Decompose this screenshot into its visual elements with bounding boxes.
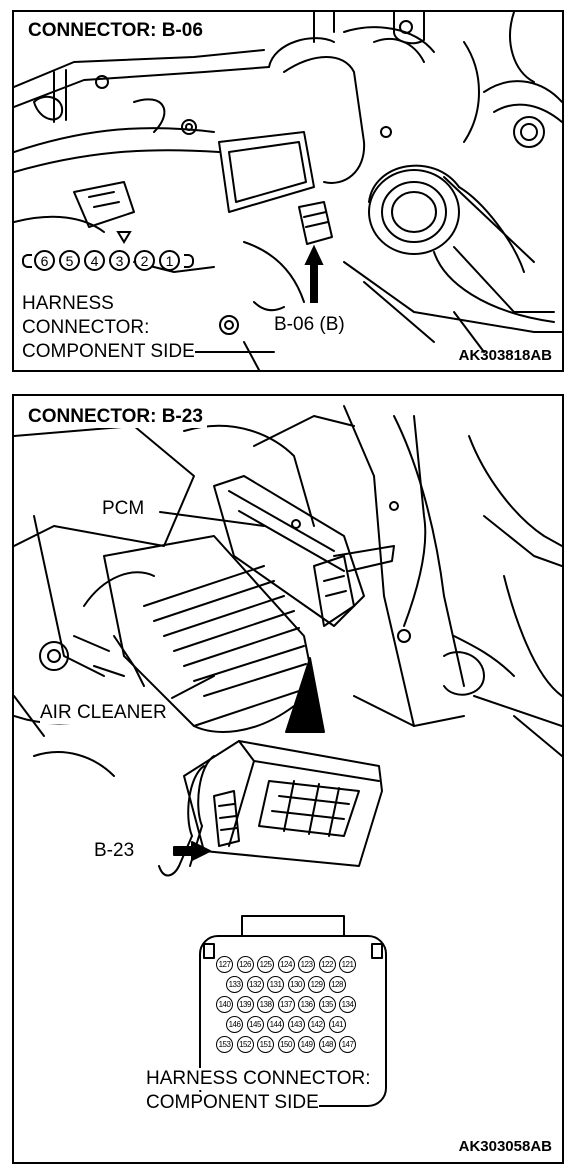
connector-pin: 147 [339, 1036, 356, 1053]
pin: 1 [159, 250, 180, 271]
connector-pin: 134 [339, 996, 356, 1013]
harness-label-line-3: COMPONENT SIDE [22, 341, 195, 363]
connector-b06-panel: CONNECTOR: B-06 6 5 4 3 2 1 HARNESS CONN… [12, 10, 564, 372]
connector-pin: 142 [308, 1016, 325, 1033]
engine-bay-illustration-top [14, 12, 562, 370]
connector-pin: 127 [216, 956, 233, 973]
connector-b23-panel: CONNECTOR: B-23 PCM AIR CLEANER B-23 127… [12, 394, 564, 1164]
connector-pin: 128 [328, 976, 346, 993]
pin: 2 [134, 250, 155, 271]
connector-pin: 145 [246, 1016, 264, 1033]
connector-pin: 130 [287, 976, 305, 993]
connector-latch-left [22, 253, 32, 268]
connector-callout-label: B-23 [94, 840, 135, 862]
connector-pin: 146 [226, 1016, 243, 1033]
connector-pin: 152 [236, 1036, 254, 1053]
harness-label-line-1: HARNESS CONNECTOR: [146, 1068, 371, 1090]
harness-label-line-2: COMPONENT SIDE [146, 1092, 319, 1114]
pin: 3 [109, 250, 130, 271]
harness-label-line-2: CONNECTOR: [22, 317, 150, 339]
connector-pin: 121 [339, 956, 356, 973]
connector-pin: 144 [267, 1016, 284, 1033]
connector-pin: 129 [308, 976, 325, 993]
connector-title: CONNECTOR: B-23 [24, 406, 207, 428]
connector-latch-right [184, 253, 194, 268]
connector-callout-label: B-06 (B) [274, 314, 345, 336]
connector-pin: 138 [257, 996, 274, 1013]
pin: 5 [59, 250, 80, 271]
connector-title: CONNECTOR: B-06 [24, 20, 207, 42]
engine-bay-illustration-bottom [14, 405, 562, 1107]
connector-pin: 132 [246, 976, 264, 993]
connector-pin-row: 6 5 4 3 2 1 [22, 250, 194, 271]
figure-code: AK303818AB [458, 347, 552, 364]
connector-pin: 151 [257, 1036, 274, 1053]
connector-pin: 150 [277, 1036, 295, 1053]
connector-pin: 139 [236, 996, 254, 1013]
connector-pin: 122 [318, 956, 336, 973]
pin: 4 [84, 250, 105, 271]
connector-pin: 133 [226, 976, 243, 993]
connector-pin: 125 [257, 956, 274, 973]
air-cleaner-label: AIR CLEANER [40, 702, 167, 724]
connector-pin: 137 [277, 996, 295, 1013]
connector-pin: 124 [277, 956, 295, 973]
connector-pin: 131 [267, 976, 284, 993]
connector-pin: 126 [236, 956, 254, 973]
connector-pin: 153 [216, 1036, 233, 1053]
figure-code: AK303058AB [458, 1138, 552, 1155]
connector-pin: 148 [318, 1036, 336, 1053]
pin-marker-triangle [116, 231, 324, 303]
connector-pin: 140 [216, 996, 233, 1013]
connector-pin: 136 [298, 996, 315, 1013]
connector-pin: 123 [298, 956, 315, 973]
pcm-label: PCM [102, 498, 145, 520]
harness-label-line-1: HARNESS [22, 293, 114, 315]
connector-pin: 135 [318, 996, 336, 1013]
connector-pin: 149 [298, 1036, 315, 1053]
connector-pin: 143 [287, 1016, 305, 1033]
pin: 6 [34, 250, 55, 271]
connector-pin: 141 [328, 1016, 346, 1033]
